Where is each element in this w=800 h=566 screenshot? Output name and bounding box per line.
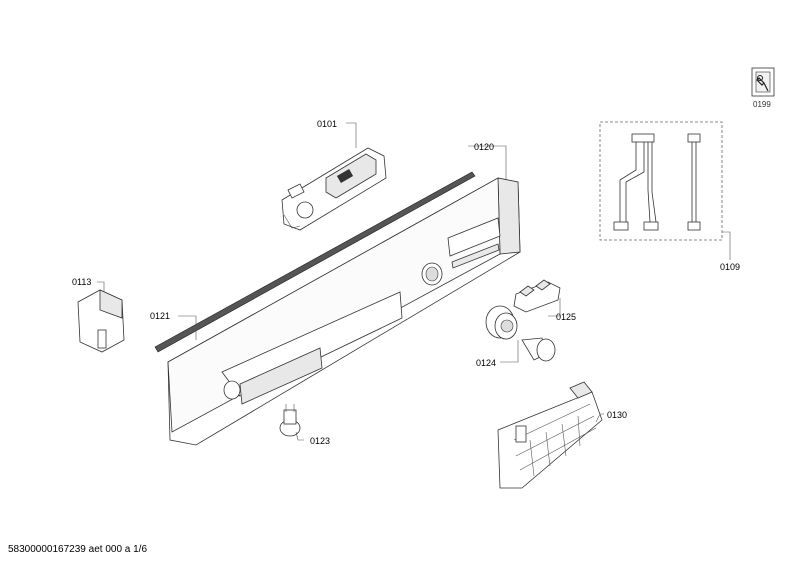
electronic-module xyxy=(281,147,387,231)
service-manual-icon xyxy=(751,67,775,97)
callout-0113: 0113 xyxy=(72,277,91,287)
callout-0130: 0130 xyxy=(607,410,627,420)
seal-strip xyxy=(154,171,476,353)
panel-holder xyxy=(497,381,603,489)
callout-0124: 0124 xyxy=(476,358,496,368)
cable-harness-group xyxy=(599,121,723,241)
callout-0123: 0123 xyxy=(310,436,330,446)
callout-0109: 0109 xyxy=(720,262,740,272)
connector-block xyxy=(513,279,561,313)
control-panel-fascia xyxy=(167,177,521,446)
document-id: 58300000167239 aet 000 a 1/6 xyxy=(8,544,148,555)
callout-0120: 0120 xyxy=(474,142,494,152)
side-bracket xyxy=(77,289,125,353)
callout-0125: 0125 xyxy=(556,312,576,322)
leader-lines xyxy=(97,122,731,441)
rotary-knob xyxy=(485,305,556,362)
callout-0101: 0101 xyxy=(317,119,337,129)
service-icon-label: 0199 xyxy=(753,100,771,109)
push-button xyxy=(279,404,301,437)
callout-0121: 0121 xyxy=(150,311,170,321)
